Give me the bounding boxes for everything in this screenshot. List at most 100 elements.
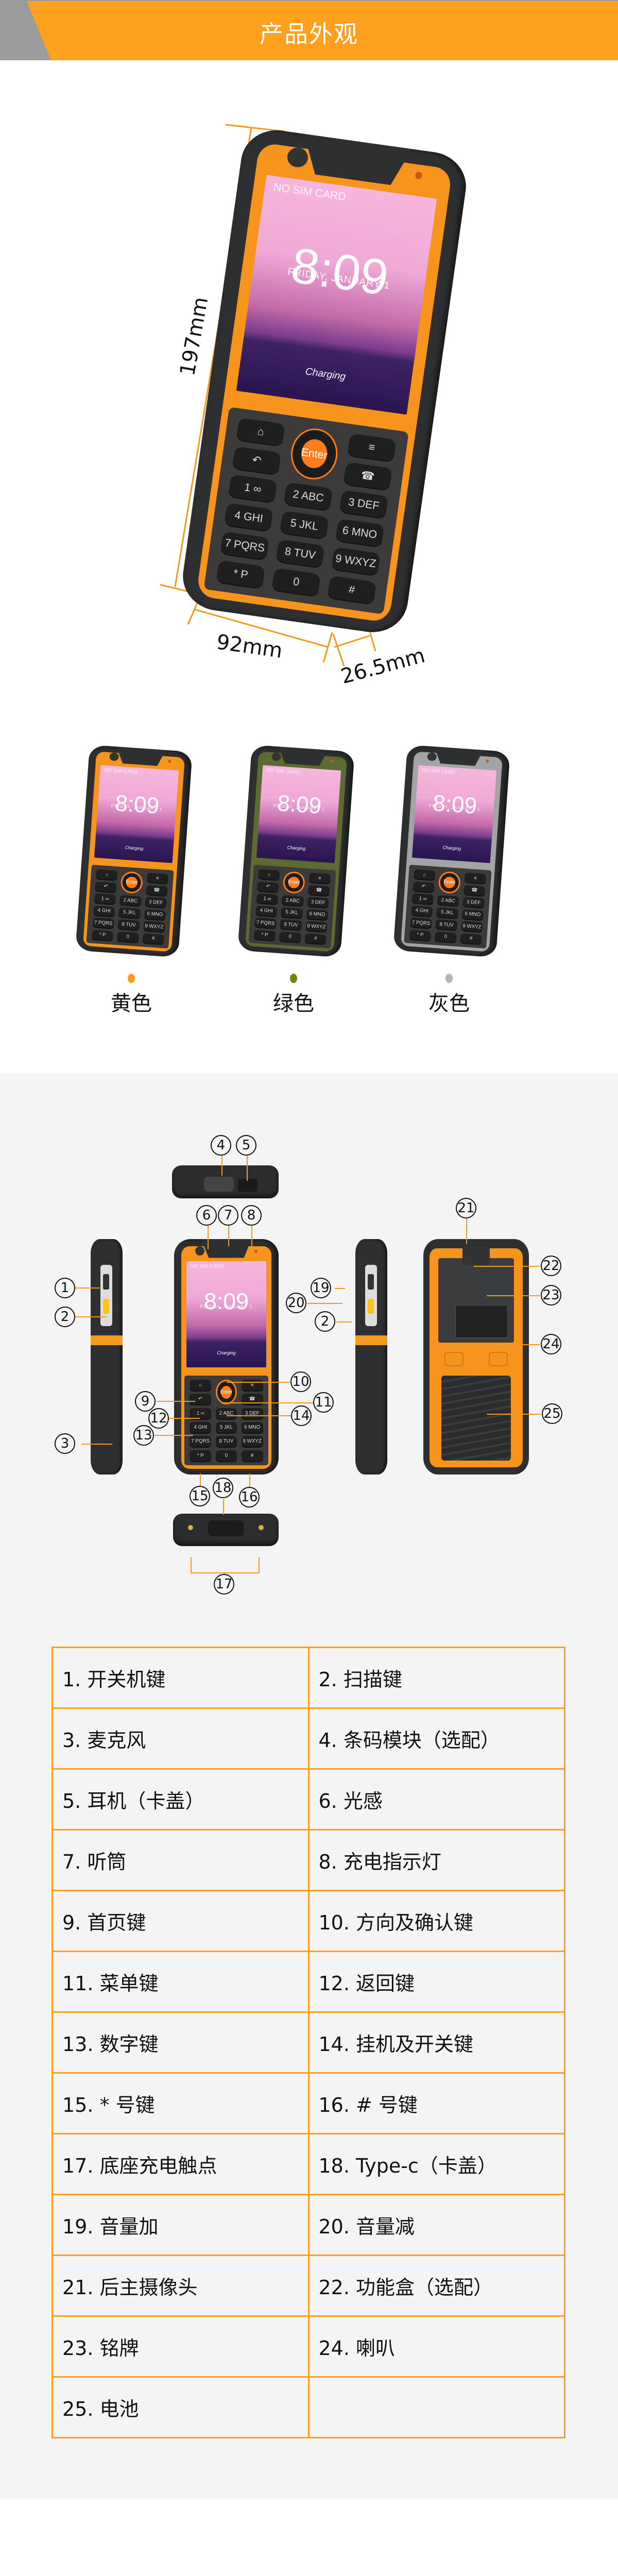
keypad-key: 1 ∞ <box>94 893 116 904</box>
typec-cover <box>208 1520 244 1537</box>
keypad-key: 0 <box>435 931 457 942</box>
keypad-key: ≡ <box>146 872 169 884</box>
enter-key: Enter <box>282 871 305 894</box>
keypad-key: 1 ∞ <box>228 474 278 503</box>
keypad-key: 0 <box>271 567 321 597</box>
keypad-key: 4 GHI <box>224 503 273 532</box>
leader-line <box>247 1155 248 1181</box>
spec-cell: 7. 听筒 <box>52 1829 310 1891</box>
callout-2: 2 <box>55 1307 75 1327</box>
keypad-key: 8 TUV <box>280 919 302 930</box>
callout-17: 17 <box>214 1574 234 1595</box>
leader-line <box>81 1444 112 1445</box>
callout-22: 22 <box>541 1256 561 1276</box>
spec-cell: 9. 首页键 <box>52 1890 310 1952</box>
enter-key: Enter <box>287 425 341 482</box>
page-title: 产品外观 <box>260 20 358 48</box>
leader-line <box>335 1288 345 1289</box>
leader-line <box>169 1418 200 1419</box>
spec-cell: 6. 光感 <box>307 1768 565 1831</box>
keypad-key: 6 MNO <box>335 518 385 547</box>
phone-notch <box>433 747 484 767</box>
leader-line <box>251 1226 252 1246</box>
leader-line <box>191 1557 192 1572</box>
keypad-key: * P <box>190 1450 212 1461</box>
callout-18: 18 <box>213 1478 233 1498</box>
spec-cell: 10. 方向及确认键 <box>307 1890 565 1952</box>
keypad-key: 9 WXYZ <box>241 1436 263 1447</box>
callout-12: 12 <box>148 1408 169 1429</box>
keypad-key: 4 GHI <box>93 905 115 917</box>
keypad-key: ⌂ <box>414 869 436 880</box>
spec-cell: 22. 功能盒（选配） <box>307 2255 565 2317</box>
keypad-key: ↶ <box>413 881 435 892</box>
enter-key: Enter <box>438 871 461 894</box>
callout-1: 1 <box>55 1278 75 1298</box>
clock-time: 8:09 <box>204 1289 249 1314</box>
barcode-window <box>204 1177 234 1192</box>
keypad-key: # <box>241 1450 263 1461</box>
keypad-key: 5 JKL <box>215 1422 237 1433</box>
callout-3: 3 <box>55 1433 75 1454</box>
spec-cell: 5. 耳机（卡盖） <box>52 1768 310 1831</box>
spec-cell: 18. Type-c（卡盖） <box>307 2133 565 2195</box>
keypad-key: 6 MNO <box>241 1422 263 1433</box>
leader-line <box>154 1435 193 1436</box>
keypad-key: 7 PQRS <box>410 918 432 929</box>
color-label: 绿色 <box>273 992 314 1015</box>
color-label: 灰色 <box>428 992 470 1015</box>
keypad-key: 4 GHI <box>190 1422 212 1433</box>
keypad-key: 9 WXYZ <box>461 921 483 932</box>
leader-line <box>249 1473 250 1488</box>
keypad-key: 8 TUV <box>117 919 140 930</box>
keypad-key: ☎ <box>241 1394 263 1405</box>
scan-button <box>368 1298 374 1314</box>
callout-8: 8 <box>241 1205 262 1226</box>
leader-line <box>259 1557 260 1572</box>
spec-row: 5. 耳机（卡盖） 6. 光感 <box>52 1768 565 1831</box>
dim-tick <box>332 634 345 667</box>
leader-line <box>336 1321 352 1323</box>
spec-cell: 8. 充电指示灯 <box>307 1829 565 1891</box>
status-text: NO SIM CARD <box>266 767 300 775</box>
keypad-key: ☎ <box>146 885 168 896</box>
keypad-key: # <box>327 575 376 604</box>
keypad-key: 6 MNO <box>144 909 166 920</box>
leader-line <box>474 1266 540 1267</box>
keypad-key: ☎ <box>343 462 392 490</box>
section-header: 产品外观 <box>0 0 618 60</box>
charging-text: Charging <box>304 365 347 383</box>
callout-2-right: 2 <box>315 1311 335 1332</box>
keypad-key: ↶ <box>95 881 117 892</box>
enter-key-label: Enter <box>299 437 330 470</box>
volume-buttons <box>368 1274 374 1290</box>
phone-bottom-view <box>173 1514 279 1546</box>
keypad-key: 5 JKL <box>436 907 458 918</box>
keypad-key: ⌂ <box>190 1380 212 1391</box>
callout-4: 4 <box>211 1135 231 1156</box>
side-buttons <box>365 1265 377 1327</box>
leader-line <box>221 1402 314 1403</box>
keypad-key: ⌂ <box>96 869 118 880</box>
keypad-key: * P <box>216 560 266 588</box>
callout-16: 16 <box>239 1487 260 1507</box>
keypad-key: ☎ <box>464 885 486 896</box>
keypad-key: 4 GHI <box>255 905 278 917</box>
phone-notch <box>201 1239 252 1258</box>
callout-21: 21 <box>456 1198 476 1218</box>
leader-line <box>208 1226 209 1249</box>
keypad-key: 6 MNO <box>461 909 484 920</box>
side-band <box>91 1335 123 1345</box>
enter-key: Enter <box>215 1380 237 1405</box>
charging-text: Charging <box>125 844 144 852</box>
callout-25: 25 <box>542 1403 562 1424</box>
